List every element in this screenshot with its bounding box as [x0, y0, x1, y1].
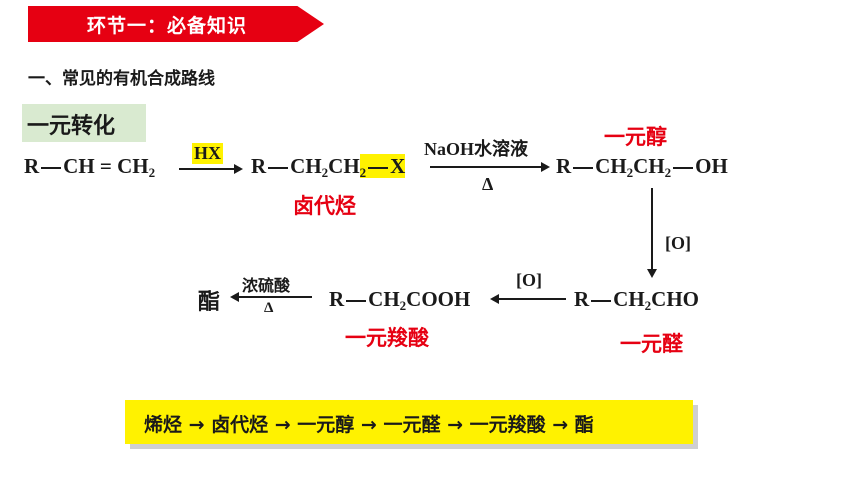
acid-label: 一元羧酸: [345, 326, 429, 350]
bond: [591, 300, 612, 303]
alkene-formula: R CH = CH2: [24, 154, 155, 179]
oxidation-2: [O]: [516, 270, 542, 290]
haloalkane-r: R: [251, 154, 267, 178]
acid-cooh: COOH: [406, 287, 471, 311]
naoh-text: NaOH水溶液: [424, 139, 529, 159]
hx-reagent: HX: [192, 143, 223, 164]
delta-1: Δ: [482, 174, 494, 194]
alcohol-oh: OH: [695, 154, 728, 178]
section-banner: [28, 6, 324, 42]
aldehyde-label: 一元醛: [620, 332, 683, 356]
alkene-subscript: 2: [148, 165, 156, 180]
bond: [673, 167, 694, 170]
acid-formula: R CH2COOH: [329, 287, 470, 312]
haloalkane-x: X: [390, 154, 406, 178]
section-heading: 一、常见的有机合成路线: [28, 69, 215, 89]
alcohol-sub2: 2: [664, 165, 672, 180]
summary-box: [125, 400, 693, 444]
tag-box: [22, 104, 146, 142]
delta-2: Δ: [264, 300, 274, 316]
alcohol-c1: CH: [595, 154, 627, 178]
bond: [268, 167, 289, 170]
aldehyde-cho: CHO: [651, 287, 700, 311]
haloalkane-c2: CH: [328, 154, 360, 178]
alcohol-sub1: 2: [626, 165, 634, 180]
bond: [573, 167, 594, 170]
acid-reagent: 浓硫酸: [242, 276, 291, 295]
haloalkane-label: 卤代烃: [293, 194, 356, 218]
alcohol-r: R: [556, 154, 572, 178]
arrow-oxidation-1: [647, 188, 656, 278]
acid-c1: CH: [368, 287, 400, 311]
arrow-oxidation-2: [490, 294, 566, 303]
haloalkane-c1: CH: [290, 154, 322, 178]
ester-label: 酯: [198, 290, 221, 315]
bond: [41, 167, 62, 170]
alkene-main: CH = CH: [63, 154, 149, 178]
aldehyde-sub1: 2: [644, 298, 652, 313]
alcohol-label: 一元醇: [604, 125, 667, 149]
summary-text: 烯烃 → 卤代烃 → 一元醇 → 一元醛 → 一元羧酸 → 酯: [144, 414, 594, 436]
aldehyde-c1: CH: [613, 287, 645, 311]
aldehyde-formula: R CH2CHO: [574, 287, 699, 312]
acid-sub1: 2: [399, 298, 407, 313]
haloalkane-sub2: 2: [359, 165, 367, 180]
alkene-r: R: [24, 154, 40, 178]
section-banner-title: 环节一：必备知识: [87, 15, 248, 37]
tag-label: 一元转化: [27, 114, 116, 139]
acid-r: R: [329, 287, 345, 311]
arrow-naoh: [430, 162, 550, 171]
bond: [368, 167, 389, 170]
aldehyde-r: R: [574, 287, 590, 311]
arrow-esterification: [230, 292, 312, 301]
bond: [346, 300, 367, 303]
arrow-hx: [179, 164, 243, 173]
alcohol-c2: CH: [633, 154, 665, 178]
naoh-reagent: NaOH水溶液: [424, 135, 528, 161]
haloalkane-sub1: 2: [321, 165, 329, 180]
oxidation-1: [O]: [665, 233, 691, 253]
